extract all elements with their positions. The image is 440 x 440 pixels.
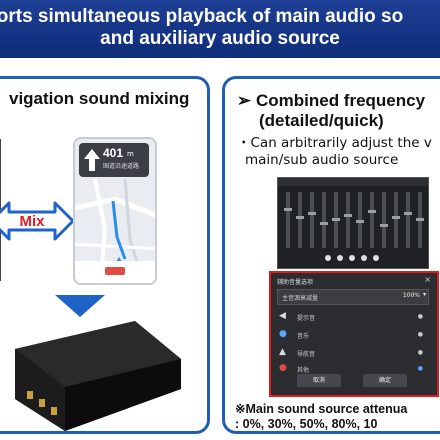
turn-up-arrow-icon [84,149,100,171]
nav-bottom-bar [75,261,155,283]
description-line-1: ・Can arbitrarily adjust the v [237,135,432,151]
cancel-button[interactable]: 取消 [297,374,341,387]
aux-row-music[interactable]: ● 音乐 ● [277,329,427,343]
amplifier-unit [15,321,181,431]
main-attenuation-value: 100% [402,292,420,299]
title-banner: orts simultaneous playback of main audio… [0,0,440,58]
panel-title: vigation sound mixing [9,89,190,108]
toggle-icon[interactable]: ● [417,349,423,356]
dialog-title: 辅助音量选项 [277,279,314,286]
distance-unit: m [127,150,134,158]
panel-title-line-1: ➢ Combined frequency [237,91,426,110]
aux-row-label: 音乐 [297,333,310,340]
banner-line-2: and auxiliary audio source [100,28,340,49]
aux-row-prompt[interactable]: ◀ 提示音 ● [277,311,427,325]
description-line-2: main/sub audio source [245,152,399,168]
down-arrow-icon [55,295,105,317]
main-attenuation-select[interactable]: 主音源衰减量 100% ▾ [277,289,429,305]
speaker-icon: ◀ [279,311,286,321]
navigation-icon: ▲ [279,347,286,357]
exit-navigation-button[interactable] [105,267,125,275]
close-icon[interactable]: × [424,275,431,284]
chevron-down-icon: ▾ [422,291,426,298]
equalizer-sliders [278,178,428,261]
panel-title-line-2: (detailed/quick) [259,111,384,130]
main-attenuation-label: 主音源衰减量 [282,295,319,302]
combined-frequency-panel: ➢ Combined frequency (detailed/quick) ・C… [222,76,440,434]
aux-row-navigation[interactable]: ▲ 导航音 ● [277,347,427,361]
turn-distance: 401 [103,146,124,160]
aux-volume-dialog: 辅助音量选项 × 主音源衰减量 100% ▾ ◀ 提示音 ● ● 音乐 ● ▲ … [269,271,439,397]
footnote-line-1: ※Main sound source attenua [235,402,408,416]
other-source-icon: ● [279,363,287,373]
aux-row-label: 导航音 [297,351,316,358]
toggle-icon[interactable]: ● [417,331,423,338]
turn-instruction: 401 m 国道沿途道路 [79,143,149,177]
confirm-button[interactable]: 确定 [363,374,407,387]
aux-row-other[interactable]: ● 其他 ● [277,363,427,377]
mix-label: Mix [19,213,45,230]
toggle-icon[interactable]: ● [417,365,423,372]
equalizer-screen [277,177,429,269]
music-icon: ● [279,329,287,339]
footnote-line-2: : 0%, 30%, 50%, 80%, 10 [235,417,378,431]
banner-line-1: orts simultaneous playback of main audio… [0,6,404,27]
navigation-mixing-panel: vigation sound mixing Mix 401 m 国道沿途道路 [0,76,210,434]
aux-row-label: 其他 [297,367,310,374]
navigation-phone-screen: 401 m 国道沿途道路 [73,137,157,285]
aux-row-label: 提示音 [297,315,316,322]
toggle-icon[interactable]: ● [417,313,423,320]
mix-double-arrow-icon: Mix [0,201,75,241]
road-name: 国道沿途道路 [103,163,140,170]
